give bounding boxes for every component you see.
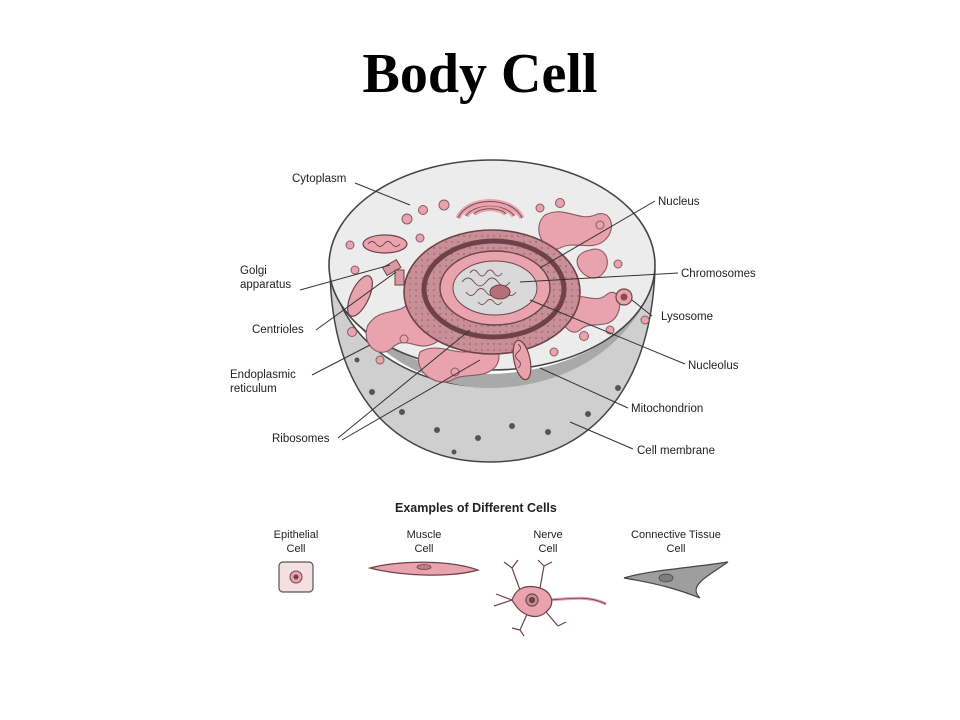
muscle-label-1: Muscle [407, 529, 442, 541]
vesicles [345, 198, 650, 377]
connective-label-1: Connective Tissue [631, 529, 721, 541]
label-chromosomes: Chromosomes [681, 268, 756, 280]
label-golgi-line1: Golgi [240, 265, 267, 277]
label-centrioles: Centrioles [252, 324, 304, 336]
label-cytoplasm: Cytoplasm [292, 173, 346, 185]
nucleolus [489, 284, 511, 300]
leader-lines [299, 182, 686, 450]
muscle-cell-icon [367, 561, 480, 576]
muscle-label-2: Cell [415, 543, 434, 555]
epithelial-label-2: Cell [287, 543, 306, 555]
golgi-apparatus [455, 199, 525, 220]
label-golgi-line2: apparatus [240, 279, 291, 291]
label-er-line2: reticulum [230, 383, 277, 395]
centrioles [381, 258, 405, 286]
cell-illustration [328, 159, 656, 463]
connective-label-2: Cell [667, 543, 686, 555]
label-er-line1: Endoplasmic [230, 369, 296, 381]
epithelial-cell-icon [278, 561, 314, 593]
nerve-label-1: Nerve [533, 529, 562, 541]
page-title: Body Cell [362, 43, 598, 105]
endoplasmic-reticulum [365, 211, 621, 383]
label-nucleus: Nucleus [658, 196, 700, 208]
lysosome [615, 288, 633, 306]
label-mitochondrion: Mitochondrion [631, 403, 703, 415]
mitochondrion [347, 234, 532, 381]
label-nucleolus: Nucleolus [688, 360, 739, 372]
label-lysosome: Lysosome [661, 311, 713, 323]
connective-tissue-cell-icon [623, 561, 729, 599]
nerve-cell-icon [493, 559, 607, 637]
label-ribosomes: Ribosomes [272, 433, 330, 445]
label-cell-membrane: Cell membrane [637, 445, 715, 457]
epithelial-label-1: Epithelial [274, 529, 319, 541]
nucleus [403, 229, 581, 355]
examples-heading: Examples of Different Cells [395, 501, 557, 515]
nerve-label-2: Cell [539, 543, 558, 555]
